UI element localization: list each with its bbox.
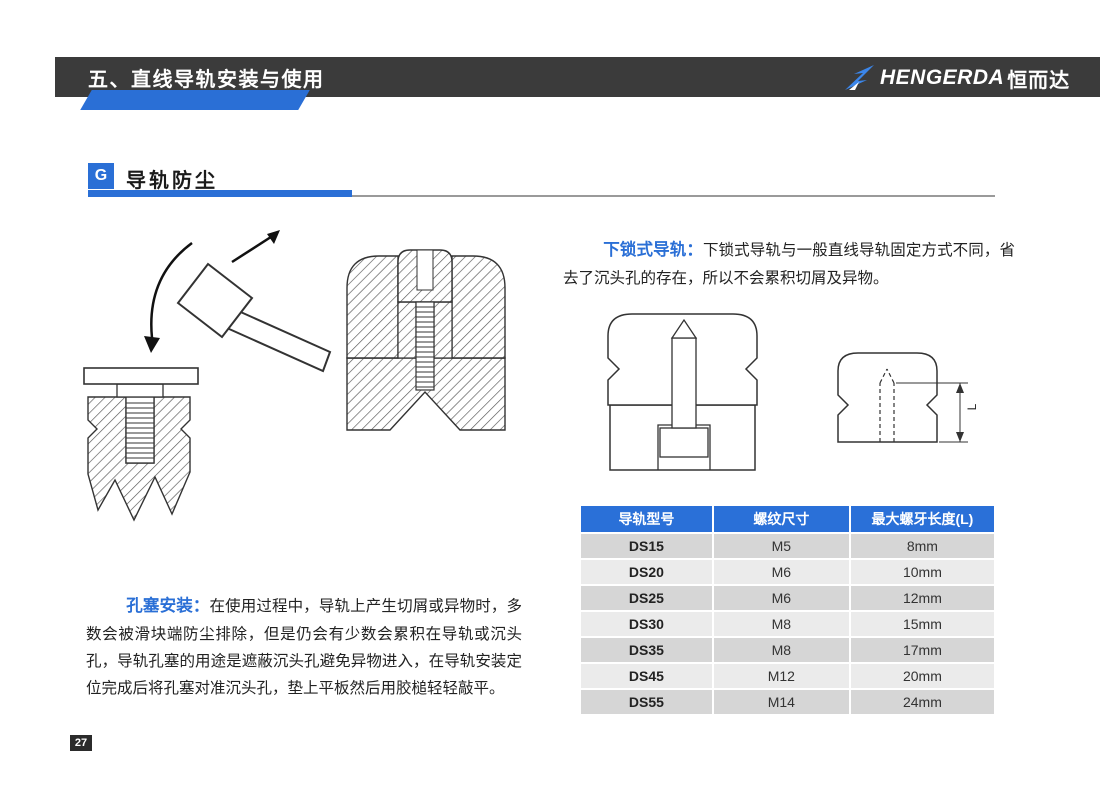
bottom-lock-label: 下锁式导轨： [603,241,703,259]
cell-length: 15mm [850,612,994,636]
cell-length: 12mm [850,586,994,610]
dimension-arrow [896,382,968,443]
plug-stem [125,396,155,464]
cell-thread: M14 [713,690,849,714]
table-header-row: 导轨型号 螺纹尺寸 最大螺牙长度(L) [581,506,994,532]
plug-install-paragraph: 孔塞安装：在使用过程中，导轨上产生切屑或异物时，多数会被滑块端防尘排除，但是仍会… [86,592,522,702]
cell-model: DS55 [581,690,712,714]
header-accent-ribbon [80,90,310,110]
hex-socket [416,249,434,291]
cell-length: 10mm [850,560,994,584]
brand-name-latin: HENGERDA [880,66,1005,89]
cell-model: DS20 [581,560,712,584]
section-underline-accent [88,190,352,197]
rail-shoulder-right [433,301,453,359]
cell-length: 24mm [850,690,994,714]
cell-model: DS35 [581,638,712,662]
bottom-lock-paragraph: 下锁式导轨：下锁式导轨与一般直线导轨固定方式不同，省去了沉头孔的存在，所以不会累… [563,236,1015,292]
cell-thread: M5 [713,534,849,558]
cell-thread: M6 [713,586,849,610]
section-underline [88,195,995,197]
page-title: 五、直线导轨安装与使用 [88,69,325,91]
col-header-model: 导轨型号 [581,506,712,532]
brand-mark-icon [845,65,874,90]
rail-shoulder-left [397,301,417,359]
cell-model: DS25 [581,586,712,610]
bottom-lock-rail-assembly-drawing [600,308,768,478]
cell-thread: M12 [713,664,849,688]
cell-thread: M6 [713,560,849,584]
section-badge: G [88,163,114,189]
col-header-length: 最大螺牙长度(L) [850,506,994,532]
table-row: DS35 M8 17mm [581,638,994,662]
table-row: DS45 M12 20mm [581,664,994,688]
thread-length-dimension-drawing: L [830,345,980,450]
bolt-shank [671,337,697,429]
cell-model: DS45 [581,664,712,688]
plug-install-label: 孔塞安装： [126,597,210,615]
dimension-label: L [965,403,979,410]
cell-length: 17mm [850,638,994,662]
table-row: DS55 M14 24mm [581,690,994,714]
col-header-thread: 螺纹尺寸 [713,506,849,532]
cell-model: DS15 [581,534,712,558]
threaded-hole-hidden-lines [879,368,895,442]
screw-shank [415,301,435,391]
table-row: DS20 M6 10mm [581,560,994,584]
cell-length: 20mm [850,664,994,688]
section-title: 导轨防尘 [126,170,218,192]
table-row: DS25 M6 12mm [581,586,994,610]
bolt-head [659,427,709,458]
rail-wing-right [451,255,506,359]
bolt-tip [670,318,698,339]
cell-model: DS30 [581,612,712,636]
brand-name-cjk: 恒而达 [1007,69,1071,92]
flat-plate [83,367,199,385]
cell-length: 8mm [850,534,994,558]
hammer-head [176,262,254,339]
cell-thread: M8 [713,638,849,662]
bottom-lock-text: 下锁式导轨与一般直线导轨固定方式不同，省去了沉头孔的存在，所以不会累积切屑及异物… [563,242,1015,287]
table-row: DS30 M8 15mm [581,612,994,636]
base-block-section [346,357,506,431]
brand-logo: HENGERDA 恒而达 [843,62,1070,94]
rail-wing-left [346,255,399,359]
countersunk-screw-section-drawing [333,240,519,440]
page-number-badge: 27 [70,735,92,751]
direction-arrow-icon [231,230,280,264]
thread-spec-table: 导轨型号 螺纹尺寸 最大螺牙长度(L) DS15 M5 8mm DS20 M6 … [579,504,996,716]
swing-arrow-icon [144,241,193,353]
plug-install-text: 在使用过程中，导轨上产生切屑或异物时，多数会被滑块端防尘排除，但是仍会有少数会累… [86,598,522,698]
rail-profile-small [837,352,938,443]
cell-thread: M8 [713,612,849,636]
plug-flange [116,383,164,398]
table-row: DS15 M5 8mm [581,534,994,558]
hammer-plug-installation-drawing [72,222,348,528]
